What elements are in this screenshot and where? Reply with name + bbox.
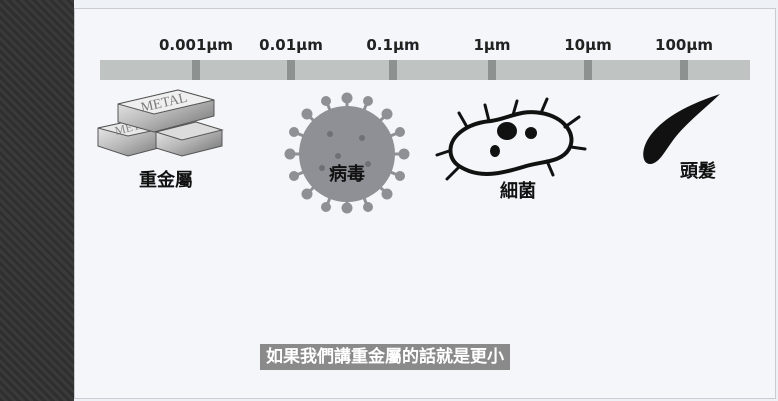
scale-tick <box>488 60 496 80</box>
size-scale-bar <box>100 60 750 80</box>
hair-icon <box>643 94 720 164</box>
scale-tick <box>680 60 688 80</box>
scale-label-01: 0.1μm <box>366 36 420 54</box>
scale-labels: 0.001μm 0.01μm 0.1μm 1μm 10μm 100μm <box>74 36 774 56</box>
label-virus: 病毒 <box>329 164 365 185</box>
scale-tick <box>389 60 397 80</box>
subtitle-caption: 如果我們講重金屬的話就是更小 <box>260 344 510 370</box>
metal-ingots-icon: METAL METAL <box>97 89 224 157</box>
scale-tick <box>584 60 592 80</box>
label-hair: 頭髮 <box>680 161 716 182</box>
label-heavy-metal: 重金屬 <box>139 170 193 191</box>
scale-tick <box>192 60 200 80</box>
bacteria-icon <box>435 97 587 181</box>
virus-icon <box>284 92 410 214</box>
scale-label-100: 100μm <box>655 36 713 54</box>
scale-label-10: 10μm <box>564 36 612 54</box>
scale-label-1: 1μm <box>473 36 511 54</box>
scale-label-001: 0.01μm <box>259 36 323 54</box>
label-bacteria: 細菌 <box>500 181 536 202</box>
scale-tick <box>287 60 295 80</box>
scale-label-0001: 0.001μm <box>158 36 234 54</box>
left-dark-band <box>0 0 74 401</box>
